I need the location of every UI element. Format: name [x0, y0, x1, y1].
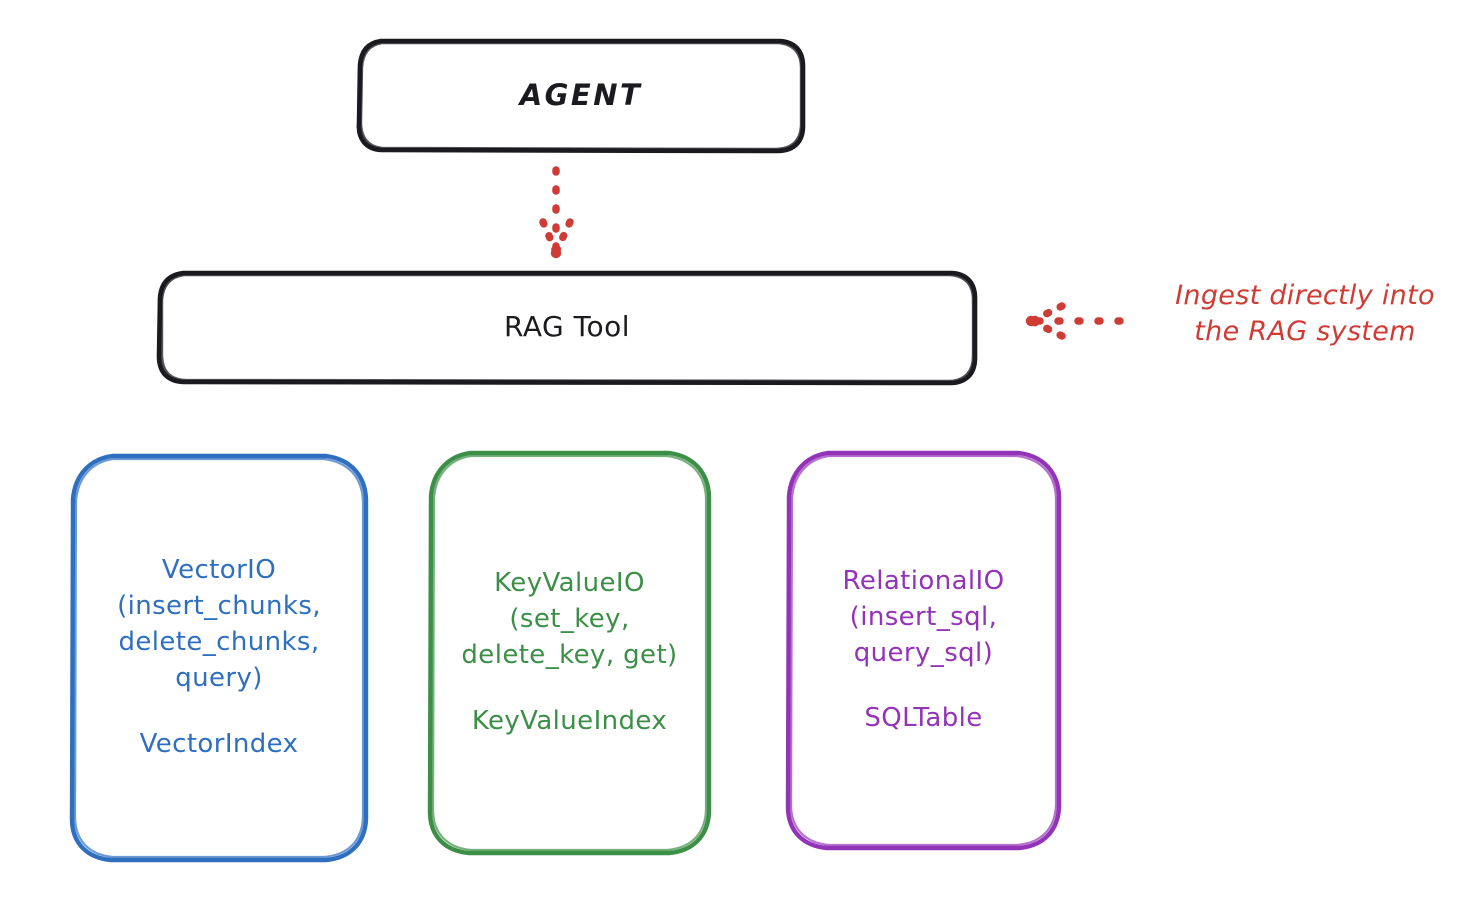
key-value-io-primary-label: KeyValueIO (set_key, delete_key, get) — [461, 568, 678, 670]
agent-label: AGENT — [519, 78, 643, 113]
relational-io-secondary-label: SQLTable — [864, 703, 983, 734]
node-agent[interactable]: AGENT — [355, 36, 807, 155]
arrow-agent-to-rag-tool — [539, 166, 574, 259]
rag-tool-label: RAG Tool — [504, 309, 630, 343]
node-rag-tool[interactable]: RAG Tool — [155, 268, 979, 386]
node-relational-io[interactable]: RelationalIO (insert_sql, query_sql) SQL… — [784, 448, 1063, 853]
node-key-value-io[interactable]: KeyValueIO (set_key, delete_key, get) Ke… — [426, 448, 713, 858]
arrow-ingest-note-to-rag-tool — [1025, 302, 1124, 340]
annotation-ingest-note: Ingest directly into the RAG system — [1175, 280, 1435, 348]
node-vector-io[interactable]: VectorIO (insert_chunks, delete_chunks, … — [68, 451, 370, 865]
vector-io-secondary-label: VectorIndex — [139, 728, 299, 759]
relational-io-primary-label: RelationalIO (insert_sql, query_sql) — [842, 565, 1005, 668]
key-value-io-secondary-label: KeyValueIndex — [471, 705, 668, 736]
vector-io-primary-label: VectorIO (insert_chunks, delete_chunks, … — [117, 555, 321, 693]
